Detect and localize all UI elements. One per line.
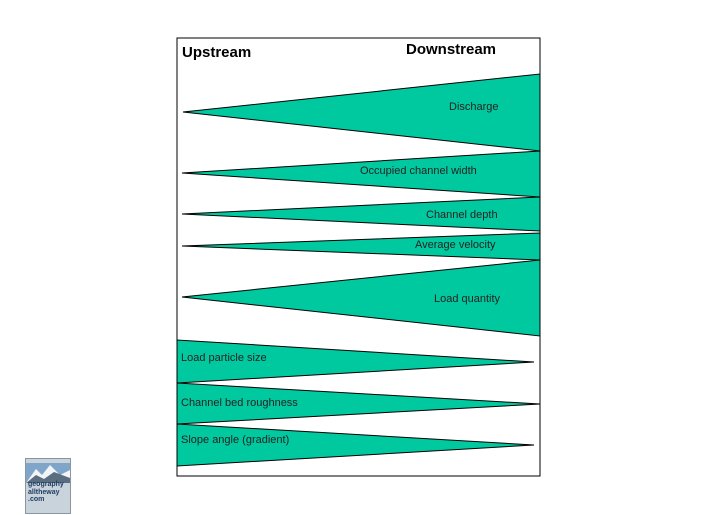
channel-bed-roughness-wedge [176,382,541,425]
channel-bed-roughness-label: Channel bed roughness [181,397,298,409]
geography-alltheway-logo: geography alltheway .com [25,458,71,514]
average-velocity-label: Average velocity [415,239,496,251]
logo-text: geography alltheway .com [28,481,70,504]
mountain-logo-icon [26,463,70,483]
slope-angle-wedge [176,423,535,467]
slope-angle-label: Slope angle (gradient) [181,434,289,446]
logo-text-line: alltheway [28,488,60,496]
discharge-label: Discharge [449,101,499,113]
downstream-header: Downstream [406,41,496,58]
load-particle-size-label: Load particle size [181,352,267,364]
channel-depth-label: Channel depth [426,209,498,221]
upstream-header: Upstream [182,44,251,61]
load-particle-size-wedge [176,339,535,384]
logo-text-line: geography [28,481,64,488]
occupied-channel-width-wedge [181,150,541,198]
load-quantity-label: Load quantity [434,293,501,305]
discharge-wedge [182,73,541,152]
occupied-channel-width-label: Occupied channel width [360,165,477,177]
average-velocity-wedge [181,232,541,261]
channel-depth-wedge [181,196,541,232]
logo-text-line: .com [28,496,45,503]
load-quantity-wedge [181,259,541,337]
